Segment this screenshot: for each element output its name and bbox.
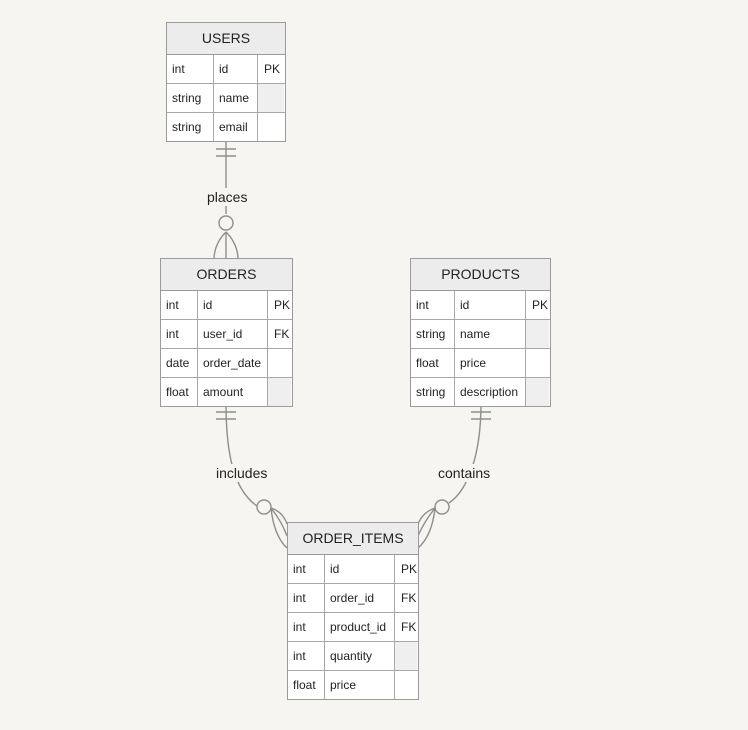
rel-includes-crow-bottom (270, 507, 288, 549)
entity-order-items-row: float price (288, 670, 418, 699)
column-key (394, 671, 417, 699)
entity-products-title: PRODUCTS (411, 259, 550, 291)
column-key (525, 378, 549, 406)
rel-contains-label: contains (436, 464, 493, 482)
column-name: user_id (197, 320, 267, 348)
column-key (394, 642, 417, 670)
rel-includes-zero-circle (256, 499, 272, 515)
entity-orders-row: float amount (161, 377, 292, 406)
column-type: int (293, 591, 306, 605)
column-name: id (454, 291, 525, 319)
rel-contains-crow-mid (417, 507, 436, 537)
rel-places-crow-left (213, 231, 227, 261)
entity-order-items-row: int quantity (288, 641, 418, 670)
column-name: order_date (197, 349, 267, 377)
column-type: int (293, 620, 306, 634)
column-name: id (324, 555, 394, 583)
entity-order-items-row: int product_id FK (288, 612, 418, 641)
column-type: string (172, 120, 202, 134)
entity-products[interactable]: PRODUCTS int id PK string name float pri… (410, 258, 551, 407)
column-type: int (166, 298, 179, 312)
column-key: PK (394, 555, 417, 583)
column-type: string (416, 327, 446, 341)
entity-order-items[interactable]: ORDER_ITEMS int id PK int order_id FK in… (287, 522, 419, 700)
entity-users-title: USERS (167, 23, 285, 55)
rel-places-crow-right (225, 231, 239, 261)
column-key (257, 113, 284, 141)
entity-products-row: string name (411, 319, 550, 348)
column-name: name (213, 84, 257, 112)
entity-orders-row: int id PK (161, 291, 292, 319)
column-name: price (454, 349, 525, 377)
column-name: product_id (324, 613, 394, 641)
entity-orders-row: int user_id FK (161, 319, 292, 348)
column-name: name (454, 320, 525, 348)
column-key: PK (525, 291, 549, 319)
column-name: quantity (324, 642, 394, 670)
column-name: email (213, 113, 257, 141)
column-name: order_id (324, 584, 394, 612)
column-key (525, 349, 549, 377)
rel-includes-crow-top (270, 507, 288, 525)
column-key: FK (267, 320, 291, 348)
rel-includes-label: includes (214, 464, 270, 482)
column-key (267, 349, 291, 377)
column-type: int (293, 562, 306, 576)
entity-orders-title: ORDERS (161, 259, 292, 291)
rel-includes-connector (216, 402, 288, 549)
entity-users-row: string email (167, 112, 285, 141)
column-name: amount (197, 378, 267, 406)
column-type: int (416, 298, 429, 312)
column-key: FK (394, 584, 417, 612)
entity-products-row: int id PK (411, 291, 550, 319)
column-key: PK (257, 55, 284, 83)
column-key (257, 84, 284, 112)
column-type: float (166, 385, 189, 399)
entity-order-items-row: int order_id FK (288, 583, 418, 612)
entity-products-row: float price (411, 348, 550, 377)
entity-users[interactable]: USERS int id PK string name string email (166, 22, 286, 142)
entity-products-row: string description (411, 377, 550, 406)
column-key: FK (394, 613, 417, 641)
rel-contains-crow-bottom (417, 507, 436, 549)
column-name: id (213, 55, 257, 83)
column-type: int (172, 62, 185, 76)
column-name: description (454, 378, 525, 406)
column-type: int (293, 649, 306, 663)
column-key (267, 378, 291, 406)
entity-orders-row: date order_date (161, 348, 292, 377)
entity-order-items-title: ORDER_ITEMS (288, 523, 418, 555)
column-type: float (293, 678, 316, 692)
rel-includes-crow-mid (270, 507, 288, 537)
column-key (525, 320, 549, 348)
column-type: int (166, 327, 179, 341)
entity-orders[interactable]: ORDERS int id PK int user_id FK date ord… (160, 258, 293, 407)
rel-contains-zero-circle (434, 499, 450, 515)
entity-users-row: int id PK (167, 55, 285, 83)
column-type: string (416, 385, 446, 399)
rel-places-zero-circle (218, 215, 234, 231)
rel-places-label: places (205, 188, 250, 206)
column-name: price (324, 671, 394, 699)
entity-order-items-row: int id PK (288, 555, 418, 583)
entity-users-row: string name (167, 83, 285, 112)
column-type: float (416, 356, 439, 370)
column-key: PK (267, 291, 291, 319)
column-type: date (166, 356, 190, 370)
rel-contains-connector (417, 402, 491, 549)
rel-contains-line (448, 402, 482, 504)
column-name: id (197, 291, 267, 319)
column-type: string (172, 91, 202, 105)
